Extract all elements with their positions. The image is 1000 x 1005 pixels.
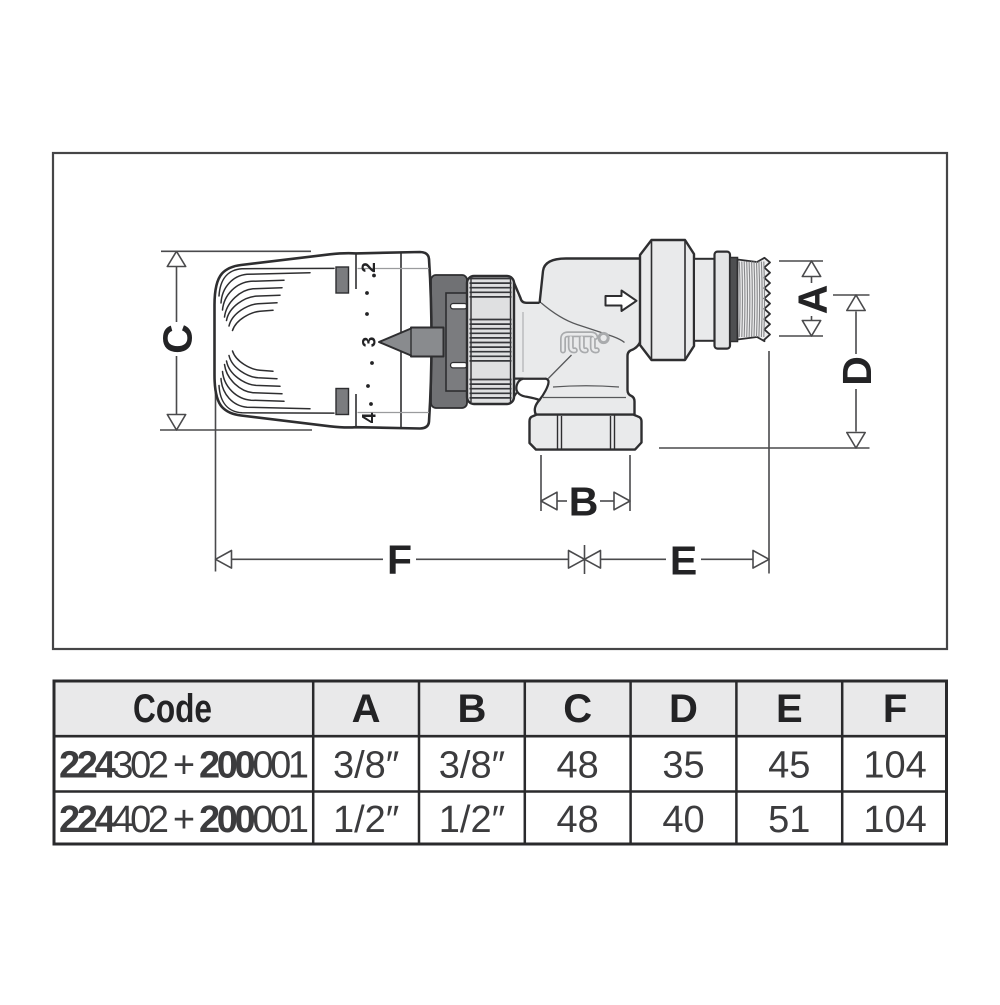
svg-text:35: 35 <box>662 745 704 787</box>
svg-text:104: 104 <box>863 799 926 841</box>
svg-text:1/2″: 1/2″ <box>333 799 399 841</box>
svg-text:1/2″: 1/2″ <box>439 799 505 841</box>
svg-text:224302 + 200001: 224302 + 200001 <box>59 745 308 787</box>
svg-text:48: 48 <box>557 799 599 841</box>
svg-text:Code: Code <box>133 687 212 731</box>
svg-text:3/8″: 3/8″ <box>333 745 399 787</box>
svg-text:4: 4 <box>360 412 381 423</box>
svg-text:F: F <box>387 537 412 583</box>
svg-text:C: C <box>563 687 592 731</box>
svg-text:51: 51 <box>768 799 810 841</box>
svg-text:3/8″: 3/8″ <box>439 745 505 787</box>
svg-text:E: E <box>670 537 697 583</box>
svg-text:A: A <box>790 285 836 315</box>
svg-text:F: F <box>883 687 907 731</box>
svg-text:B: B <box>457 687 486 731</box>
svg-text:C: C <box>155 324 201 354</box>
svg-text:104: 104 <box>863 745 926 787</box>
svg-text:D: D <box>834 356 880 386</box>
svg-text:224402 + 200001: 224402 + 200001 <box>59 799 308 841</box>
svg-text:E: E <box>776 687 803 731</box>
svg-text:A: A <box>352 687 381 731</box>
svg-text:2: 2 <box>359 262 380 273</box>
svg-text:B: B <box>569 479 599 525</box>
svg-text:45: 45 <box>768 745 810 787</box>
svg-text:3: 3 <box>360 337 381 348</box>
svg-text:40: 40 <box>662 799 704 841</box>
svg-text:48: 48 <box>557 745 599 787</box>
svg-text:D: D <box>669 687 698 731</box>
